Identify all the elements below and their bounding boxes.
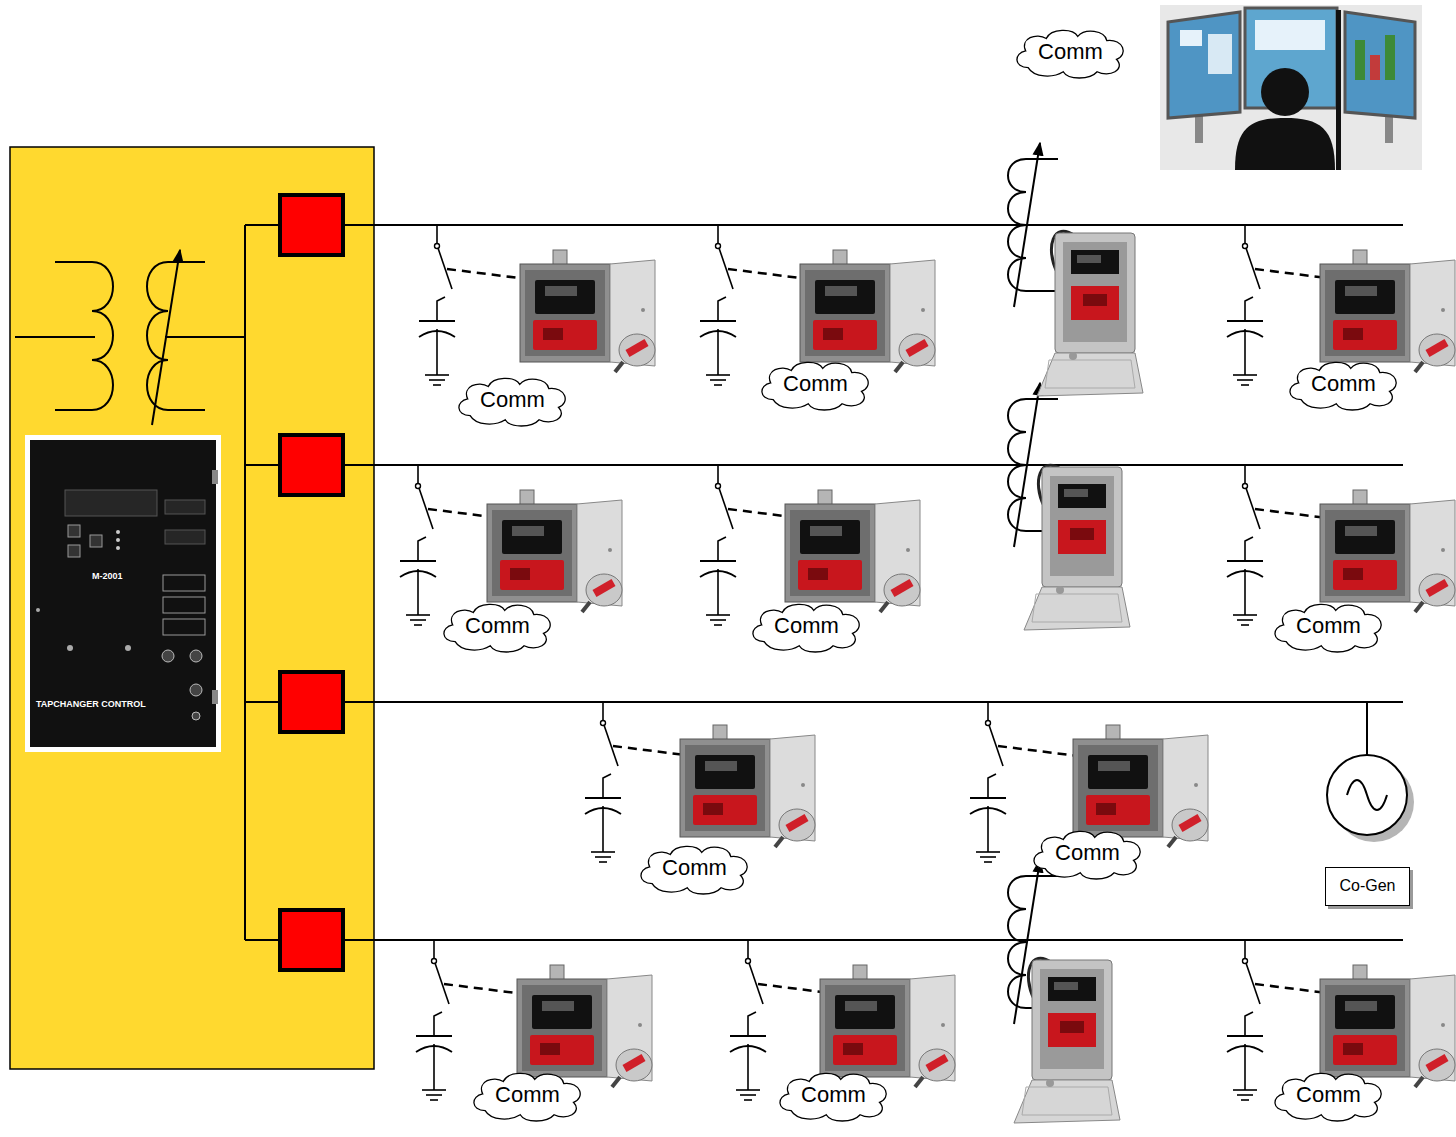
regulator-control-unit: [1037, 231, 1143, 396]
capacitor-control-unit: [520, 250, 655, 372]
comm-cloud: Comm: [452, 374, 573, 426]
comm-label: Comm: [480, 387, 545, 412]
capacitor-control-unit: [487, 490, 622, 612]
comm-label: Comm: [465, 613, 530, 638]
switched-capacitor-symbol: [419, 225, 527, 385]
tapchanger-control-panel: [25, 435, 221, 752]
capacitor-control-unit: [800, 250, 935, 372]
comm-label: Comm: [783, 371, 848, 396]
cogen-label: Co-Gen: [1339, 877, 1395, 895]
substation-transformer: [15, 250, 245, 425]
comm-cloud: Comm: [634, 842, 755, 894]
switched-capacitor-symbol: [700, 225, 808, 385]
comm-label: Comm: [662, 855, 727, 880]
comm-label: Comm: [1311, 371, 1376, 396]
comm-label: Comm: [1055, 840, 1120, 865]
comm-label: Comm: [495, 1082, 560, 1107]
capacitor-control-unit: [1073, 725, 1208, 847]
comm-cloud: Comm: [437, 600, 558, 652]
generator-symbol: [1327, 702, 1414, 842]
capacitor-control-unit: [785, 490, 920, 612]
substation-bus: [245, 225, 280, 940]
voltage-regulator-symbol: [1008, 143, 1058, 307]
operator-workstation: [1160, 5, 1422, 170]
switched-capacitor-symbol: [585, 702, 693, 862]
comm-cloud: Comm: [467, 1069, 588, 1121]
capacitor-control-unit: [820, 965, 955, 1087]
comm-cloud: Comm: [746, 600, 867, 652]
model-number: M-2001: [92, 572, 123, 582]
capacitor-control-unit: [1320, 250, 1455, 372]
comm-cloud: Comm: [1268, 600, 1389, 652]
comm-label: Comm: [774, 613, 839, 638]
comm-label: Comm: [1038, 39, 1103, 64]
switched-capacitor-symbol: [1227, 465, 1335, 625]
comm-cloud: Comm: [755, 358, 876, 410]
comm-cloud: Comm: [1010, 26, 1131, 78]
switched-capacitor-symbol: [1227, 225, 1335, 385]
comm-cloud: Comm: [1268, 1069, 1389, 1121]
feeder-breakers: [280, 195, 343, 970]
capacitor-control-unit: [680, 725, 815, 847]
feeder-lines: [343, 225, 1403, 940]
capacitor-control-unit: [1320, 965, 1455, 1087]
capacitor-control-unit: [1320, 490, 1455, 612]
comm-label: Comm: [1296, 1082, 1361, 1107]
comm-cloud: Comm: [773, 1069, 894, 1121]
capacitor-control-unit: [517, 965, 652, 1087]
regulator-control-unit: [1014, 958, 1120, 1123]
comm-label: Comm: [801, 1082, 866, 1107]
panel-title: TAPCHANGER CONTROL: [36, 700, 146, 710]
regulator-control-unit: [1024, 465, 1130, 630]
cogen-box: Co-Gen: [1325, 867, 1410, 906]
comm-cloud: Comm: [1027, 827, 1148, 879]
comm-label: Comm: [1296, 613, 1361, 638]
substation-area: [10, 147, 374, 1069]
comm-cloud: Comm: [1283, 358, 1404, 410]
